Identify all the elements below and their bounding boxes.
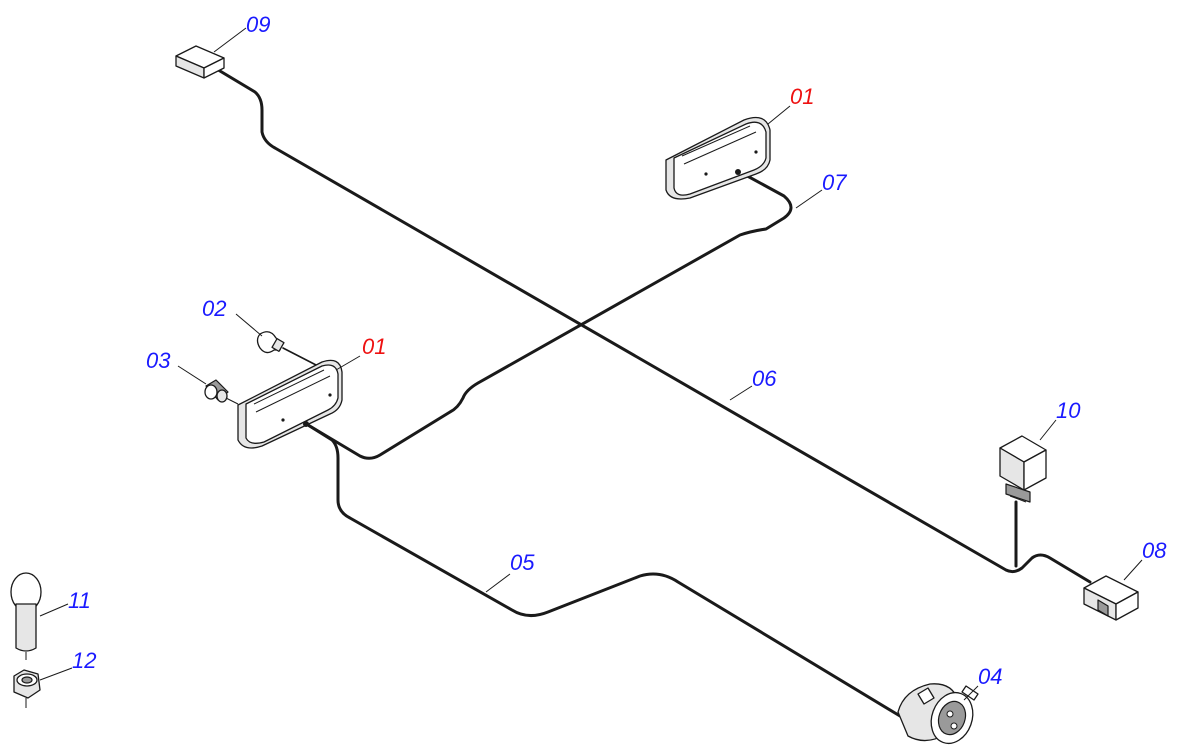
connector-09 [175, 45, 225, 79]
callout-03: 03 [146, 348, 171, 373]
callout-06: 06 [752, 366, 777, 391]
callout-05: 05 [510, 550, 535, 575]
wire-harness-06 [213, 66, 1092, 584]
connector-08 [1083, 575, 1139, 621]
callout-07: 07 [822, 170, 847, 195]
tail-lamp-right [665, 116, 771, 200]
wire-harness-05 [306, 423, 902, 718]
callout-02: 02 [202, 296, 226, 321]
trailer-socket [897, 683, 979, 745]
callout-01-left-lamp: 01 [362, 334, 386, 359]
bulb-holder [204, 379, 239, 405]
callout-10: 10 [1056, 398, 1081, 423]
carriage-bolt [10, 572, 42, 660]
relay [999, 435, 1047, 503]
tail-lamp-left [237, 359, 343, 449]
callout-09: 09 [246, 12, 270, 37]
callout-12: 12 [72, 648, 96, 673]
leader-lines [39, 27, 1143, 701]
wire-harness-07 [306, 170, 793, 460]
wire-bulb-lead [282, 347, 319, 367]
callout-11: 11 [68, 588, 91, 613]
bulb [256, 331, 285, 354]
callout-04: 04 [978, 664, 1002, 689]
callout-08: 08 [1142, 538, 1167, 563]
nut [13, 669, 41, 708]
callout-01-right-lamp: 01 [790, 84, 814, 109]
